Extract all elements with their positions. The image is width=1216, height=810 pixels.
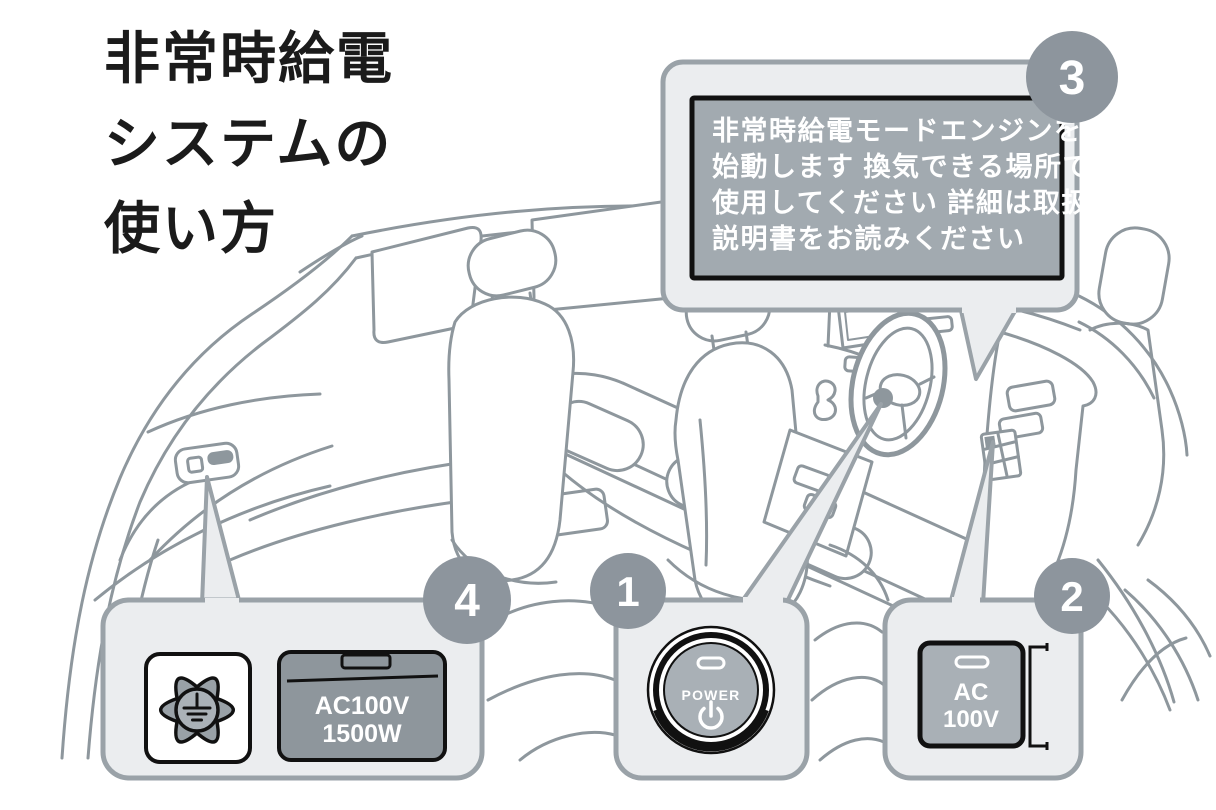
panel-2-front-outlet: AC 100V 2 (882, 558, 1110, 781)
page-title-line-3: 使い方 (104, 197, 278, 260)
screen-line-3: 使用してください 詳細は取扱 (711, 187, 1090, 218)
panel-1-power-button: POWER 1 (590, 553, 810, 781)
badge-1: 1 (590, 553, 666, 629)
panel-4-rear-outlet: AC100V 1500W 4 (100, 556, 511, 781)
callout-tails (200, 304, 1020, 606)
front-passenger-seat (1088, 226, 1212, 704)
badge-2: 2 (1034, 558, 1110, 634)
screen-line-4: 説明書をお読みください (712, 223, 1026, 254)
page-title-line-1: 非常時給電 (104, 27, 394, 90)
outlet-cover-edge (1028, 643, 1049, 750)
screen-line-1: 非常時給電モードエンジンを (712, 115, 1083, 146)
tail-panel-4 (200, 475, 242, 606)
screen-line-2: 始動します 換気できる場所で (712, 151, 1091, 182)
svg-text:3: 3 (1059, 52, 1086, 105)
power-icon (698, 700, 724, 730)
ground-terminal (144, 652, 252, 764)
engine-power-button-target (873, 388, 893, 408)
left-front-seat (447, 228, 576, 585)
floor-and-fender-curves (486, 543, 1200, 762)
rear-ac-outlet-cover: AC100V 1500W (277, 650, 447, 762)
power-button-label: POWER (682, 687, 741, 703)
page-title: 非常時給電 システムの 使い方 (104, 16, 394, 271)
rear-outlet-label-1: AC100V (315, 692, 410, 720)
badge-3: 3 (1026, 31, 1118, 123)
badge-4: 4 (423, 556, 511, 644)
power-button: POWER (646, 625, 776, 755)
svg-text:1: 1 (616, 568, 639, 615)
front-outlet-label-1: AC (954, 679, 989, 706)
ground-symbol-icon (182, 692, 212, 722)
page-title-line-2: システムの (104, 112, 393, 175)
rear-outlet-label-2: 1500W (322, 720, 402, 748)
svg-text:4: 4 (454, 574, 480, 626)
screen-callout: 非常時給電モードエンジンを 始動します 換気できる場所で 使用してください 詳細… (660, 31, 1118, 313)
cargo-trim-lines (93, 392, 609, 602)
front-outlet-label-2: 100V (943, 706, 999, 733)
front-ac-outlet: AC 100V (917, 640, 1049, 750)
screen-message: 非常時給電モードエンジンを 始動します 換気できる場所で 使用してください 詳細… (689, 95, 1091, 281)
svg-text:2: 2 (1060, 573, 1083, 620)
